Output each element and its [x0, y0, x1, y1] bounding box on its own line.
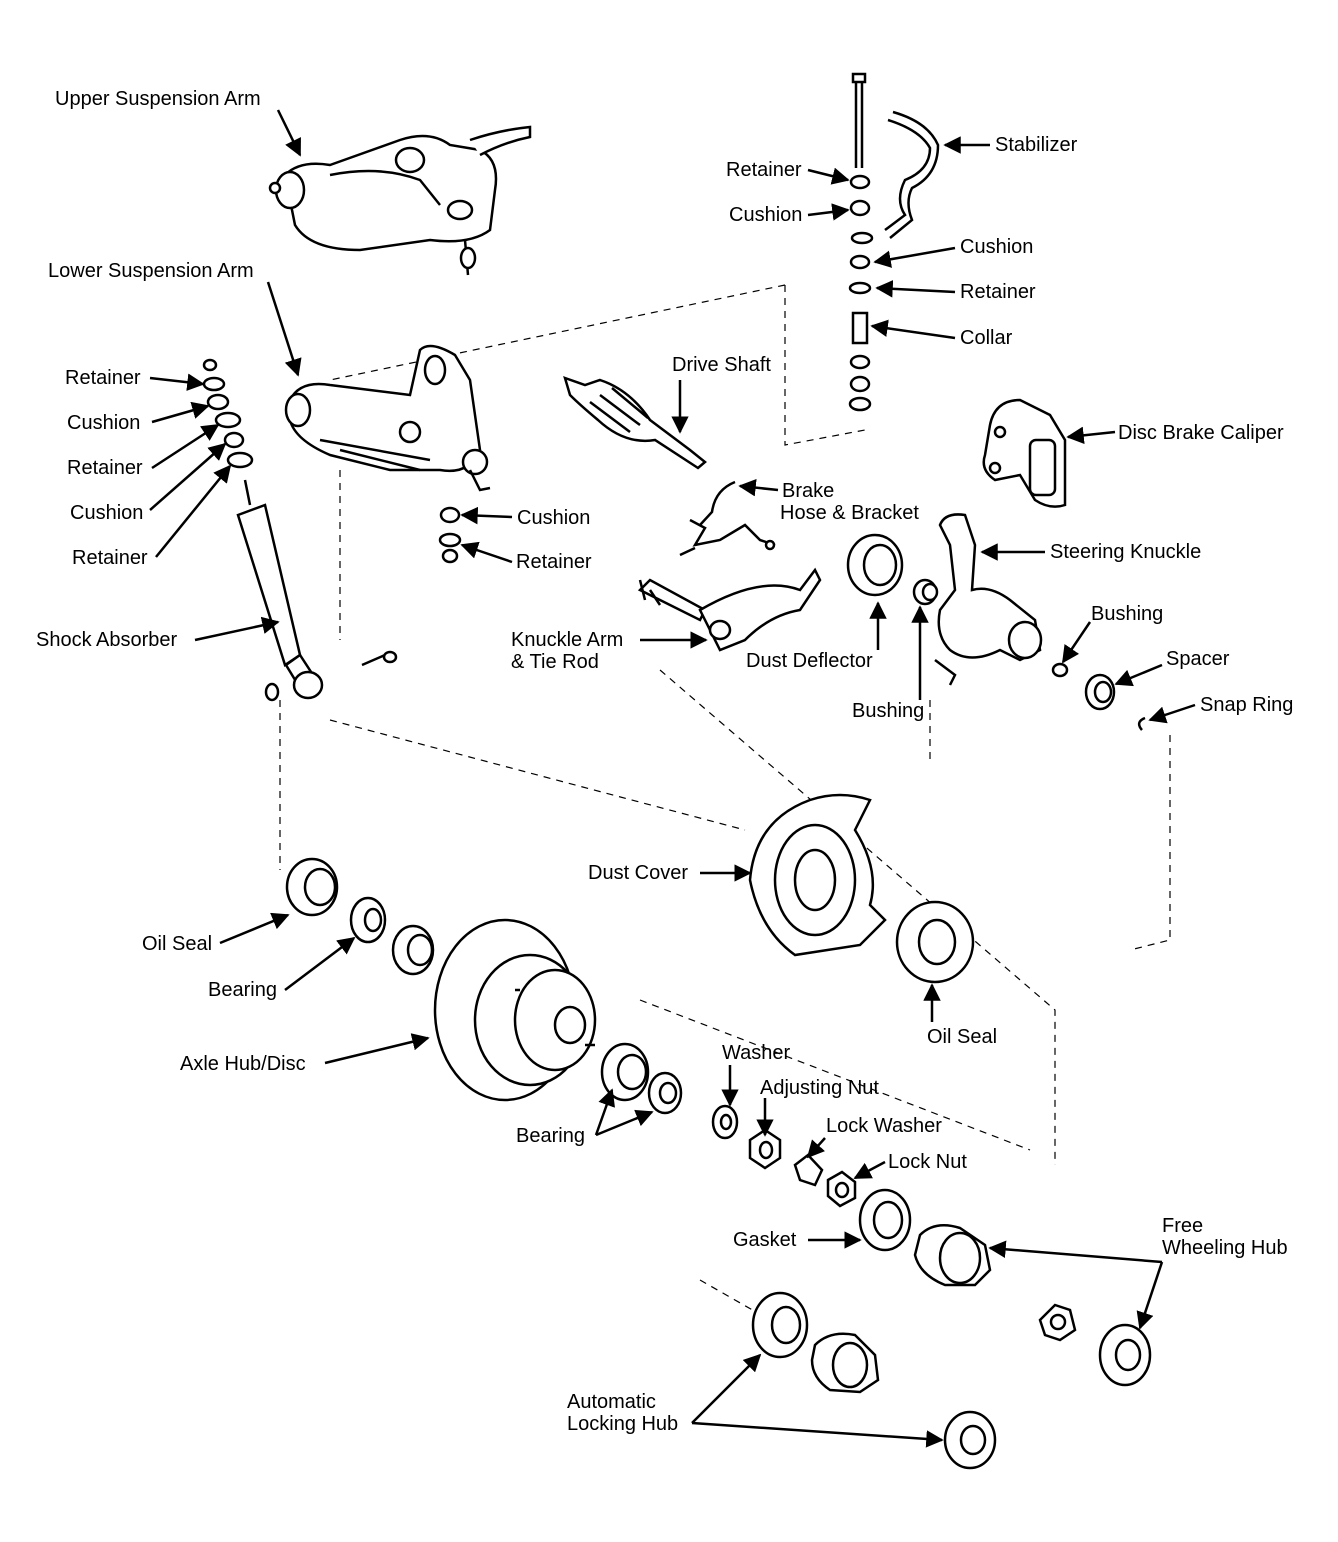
label-cushion-stabilizer: Cushion: [960, 236, 1034, 258]
label-automatic-locking-line-2: Locking Hub: [567, 1413, 679, 1435]
outer-bearing-part: [600, 1042, 683, 1115]
lower-arm-cushion-retainer: [438, 506, 462, 564]
label-lock-washer: Lock Washer: [826, 1115, 942, 1137]
stabilizer-part: [850, 110, 940, 245]
label-disc-brake-caliper: Disc Brake Caliper: [1118, 422, 1284, 444]
label-cushion-left-2: Cushion: [70, 502, 144, 524]
label-leader-arrows: [149, 109, 1196, 1448]
lower-suspension-arm-part: [284, 344, 491, 492]
label-dust-deflector: Dust Deflector: [746, 650, 873, 672]
label-bushing-right: Bushing: [1091, 603, 1164, 625]
label-lock-nut: Lock Nut: [888, 1151, 967, 1173]
label-spacer: Spacer: [1166, 648, 1230, 670]
steering-knuckle-part: [934, 513, 1043, 686]
label-collar: Collar: [960, 327, 1013, 349]
dust-cover-part: [748, 793, 887, 957]
dust-deflector-part: [846, 533, 904, 597]
label-shock-absorber: Shock Absorber: [36, 629, 178, 651]
upper-suspension-arm-part: [268, 125, 532, 276]
label-automatic-locking-line-1: Automatic: [567, 1391, 656, 1413]
stabilizer-link-stack: [848, 72, 872, 412]
oil-seal-left-part: [285, 857, 339, 917]
label-retainer-left-3: Retainer: [72, 547, 148, 569]
label-dust-cover: Dust Cover: [588, 862, 689, 884]
label-cushion-left-1: Cushion: [67, 412, 141, 434]
label-automatic-locking-hub: Automatic Locking Hub: [567, 1391, 678, 1435]
axle-hub-disc-part: [433, 918, 597, 1102]
label-adjusting-nut: Adjusting Nut: [760, 1077, 879, 1099]
knuckle-arm-tie-rod-part: [637, 567, 822, 652]
label-gasket: Gasket: [733, 1229, 797, 1251]
bushing-part: [912, 578, 939, 606]
label-lower-suspension-arm: Lower Suspension Arm: [48, 260, 254, 282]
label-steering-knuckle: Steering Knuckle: [1050, 541, 1202, 563]
gasket-part: [858, 1188, 912, 1252]
assembly-guide-lines: [279, 284, 1171, 1321]
washer-nut-stack: [711, 1104, 857, 1208]
label-brake-hose-line-2: Hose & Bracket: [780, 502, 919, 524]
label-bushing-lower: Bushing: [852, 700, 925, 722]
label-knuckle-arm-line-1: Knuckle Arm: [511, 629, 624, 651]
free-wheeling-hub-part: [913, 1223, 1152, 1387]
label-retainer-lower: Retainer: [516, 551, 592, 573]
label-knuckle-arm-tie-rod: Knuckle Arm & Tie Rod: [511, 629, 623, 673]
label-washer: Washer: [722, 1042, 791, 1064]
label-retainer-stabilizer: Retainer: [960, 281, 1036, 303]
label-snap-ring: Snap Ring: [1200, 694, 1294, 716]
knuckle-small-parts: [1051, 662, 1146, 731]
shock-absorber-part: [236, 479, 398, 702]
label-cushion-top: Cushion: [729, 204, 803, 226]
automatic-locking-hub-part: [751, 1291, 997, 1470]
label-retainer-left-2: Retainer: [67, 457, 143, 479]
label-upper-suspension-arm: Upper Suspension Arm: [55, 88, 261, 110]
label-brake-hose-line-1: Brake: [782, 480, 835, 502]
drive-shaft-part: [563, 376, 707, 470]
label-brake-hose-bracket: Brake Hose & Bracket: [780, 480, 919, 524]
label-oil-seal-left: Oil Seal: [142, 933, 213, 955]
brake-hose-bracket-part: [679, 480, 776, 557]
inner-bearing-part: [349, 896, 435, 976]
shock-retainer-cushion-stack: [202, 358, 254, 469]
disc-brake-caliper-part: [982, 398, 1067, 508]
label-free-wheeling-line-2: Wheeling Hub: [1162, 1237, 1288, 1259]
label-drive-shaft: Drive Shaft: [672, 354, 771, 376]
label-free-wheeling-hub: Free Wheeling Hub: [1162, 1215, 1288, 1259]
label-retainer-top: Retainer: [726, 159, 802, 181]
label-oil-seal-right: Oil Seal: [927, 1026, 998, 1048]
label-knuckle-arm-line-2: & Tie Rod: [511, 651, 599, 673]
label-bearing-inner: Bearing: [208, 979, 277, 1001]
label-axle-hub-disc: Axle Hub/Disc: [180, 1053, 306, 1075]
oil-seal-right-part: [895, 900, 975, 984]
label-stabilizer: Stabilizer: [995, 134, 1078, 156]
label-bearing-outer: Bearing: [516, 1125, 585, 1147]
label-free-wheeling-line-1: Free: [1162, 1215, 1204, 1237]
label-cushion-lower: Cushion: [517, 507, 591, 529]
label-retainer-left-1: Retainer: [65, 367, 141, 389]
